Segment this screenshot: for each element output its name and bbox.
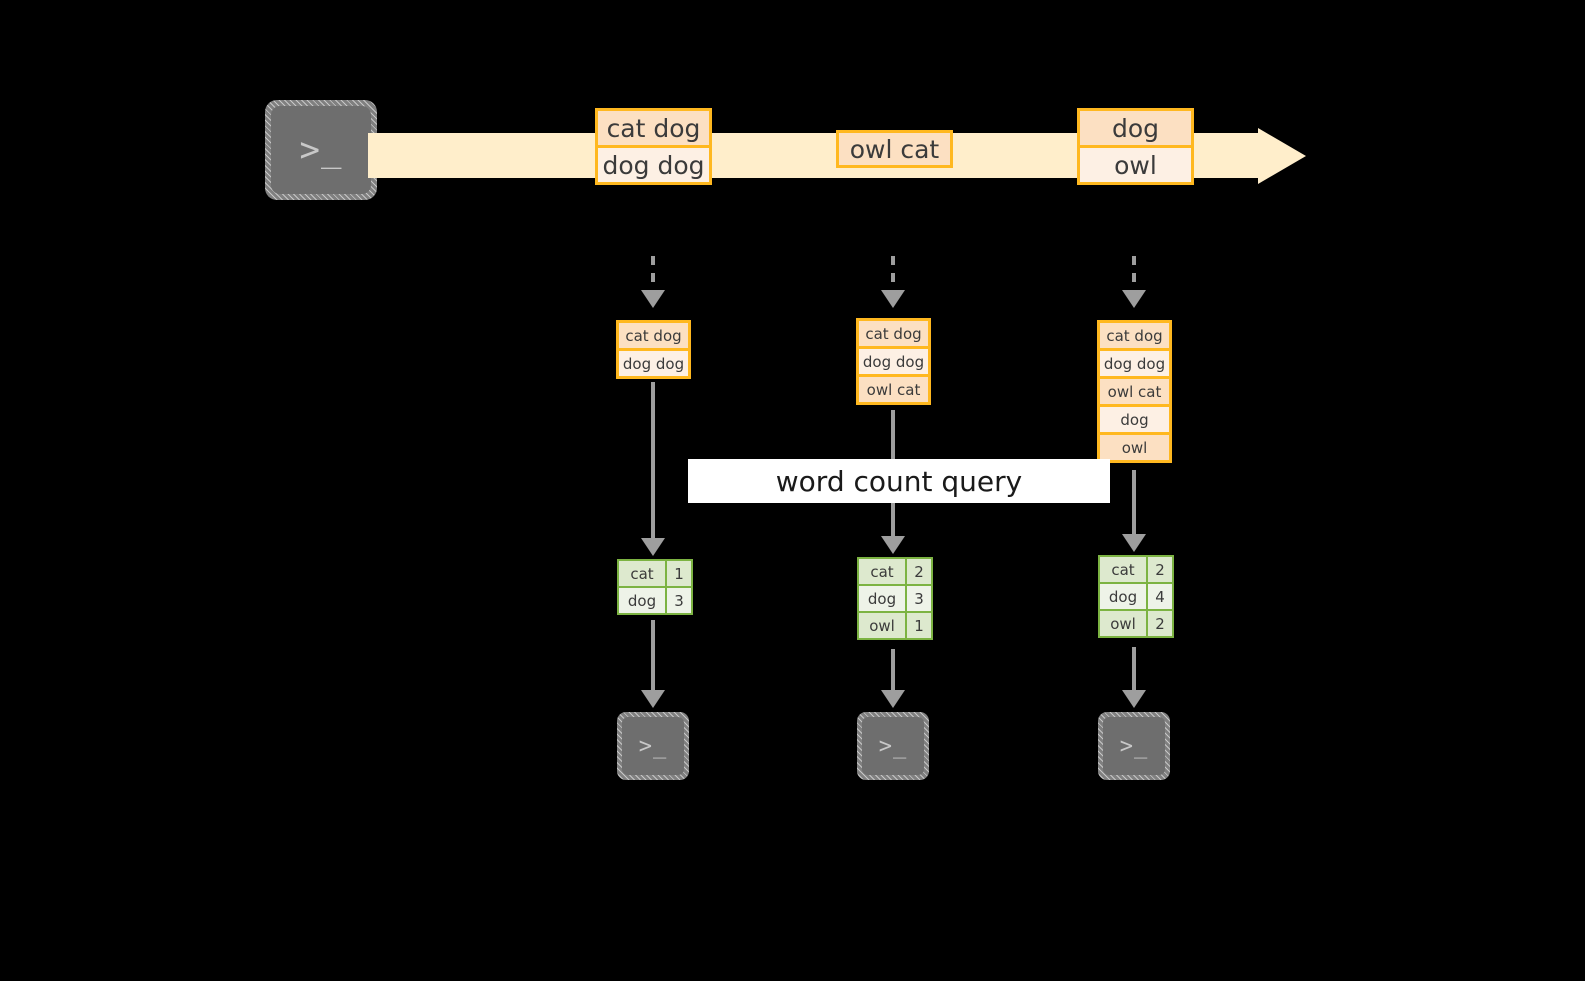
terminal-prompt-glyph: >_ — [299, 130, 343, 170]
result-count: 4 — [1146, 582, 1174, 611]
table-row: cat 2 — [1098, 555, 1174, 584]
stack-record: owl — [1097, 432, 1172, 463]
sink-terminal-icon: >_ — [1098, 712, 1170, 780]
result-count: 3 — [905, 584, 933, 613]
result-word: cat — [617, 559, 667, 588]
result-table: cat 1 dog 3 — [617, 559, 693, 615]
terminal-prompt-glyph: >_ — [1119, 733, 1149, 759]
sink-arrow-icon — [881, 690, 905, 708]
stream-arrowhead-icon — [1258, 128, 1306, 184]
stack-record: dog dog — [1097, 348, 1172, 379]
stream-record: owl — [1077, 145, 1194, 185]
stack-record: cat dog — [856, 318, 931, 349]
result-word: owl — [857, 611, 907, 640]
dashed-down-arrow-line — [891, 256, 895, 292]
accumulated-records-stack: cat dog dog dog owl cat — [856, 318, 931, 405]
sink-arrow-line — [651, 620, 655, 692]
query-arrow-line — [1132, 470, 1136, 535]
result-table: cat 2 dog 3 owl 1 — [857, 557, 933, 640]
sink-arrow-line — [1132, 647, 1136, 692]
result-count: 1 — [665, 559, 693, 588]
terminal-screen: >_ — [1103, 717, 1165, 775]
stack-record: owl cat — [1097, 376, 1172, 407]
dashed-down-arrow-icon — [881, 290, 905, 308]
result-word: cat — [857, 557, 907, 586]
result-word: dog — [857, 584, 907, 613]
result-word: owl — [1098, 609, 1148, 638]
table-row: dog 3 — [617, 586, 693, 615]
result-count: 3 — [665, 586, 693, 615]
table-row: dog 4 — [1098, 582, 1174, 611]
query-arrow-line — [651, 382, 655, 540]
stream-record: cat dog — [595, 108, 712, 148]
query-arrow-icon — [881, 536, 905, 554]
stack-record: dog — [1097, 404, 1172, 435]
table-row: dog 3 — [857, 584, 933, 613]
result-count: 1 — [905, 611, 933, 640]
stack-record: owl cat — [856, 374, 931, 405]
stack-record: cat dog — [616, 320, 691, 351]
stack-record: cat dog — [1097, 320, 1172, 351]
table-row: owl 2 — [1098, 609, 1174, 638]
result-count: 2 — [1146, 609, 1174, 638]
source-terminal-icon: >_ — [265, 100, 377, 200]
terminal-screen: >_ — [271, 106, 371, 194]
table-row: cat 2 — [857, 557, 933, 586]
dashed-down-arrow-icon — [1122, 290, 1146, 308]
terminal-screen: >_ — [622, 717, 684, 775]
stack-record: dog dog — [616, 348, 691, 379]
stream-record: dog — [1077, 108, 1194, 148]
stream-record: owl cat — [836, 130, 953, 168]
result-word: dog — [1098, 582, 1148, 611]
result-word: dog — [617, 586, 667, 615]
accumulated-records-stack: cat dog dog dog — [616, 320, 691, 379]
result-count: 2 — [1146, 555, 1174, 584]
sink-arrow-line — [891, 649, 895, 692]
result-word: cat — [1098, 555, 1148, 584]
table-row: owl 1 — [857, 611, 933, 640]
accumulated-records-stack: cat dog dog dog owl cat dog owl — [1097, 320, 1172, 463]
sink-terminal-icon: >_ — [857, 712, 929, 780]
sink-arrow-icon — [1122, 690, 1146, 708]
query-label: word count query — [688, 459, 1110, 503]
stream-record: dog dog — [595, 145, 712, 185]
dashed-down-arrow-line — [1132, 256, 1136, 292]
result-table: cat 2 dog 4 owl 2 — [1098, 555, 1174, 638]
stack-record: dog dog — [856, 346, 931, 377]
terminal-prompt-glyph: >_ — [638, 733, 668, 759]
result-count: 2 — [905, 557, 933, 586]
sink-arrow-icon — [641, 690, 665, 708]
sink-terminal-icon: >_ — [617, 712, 689, 780]
dashed-down-arrow-icon — [641, 290, 665, 308]
terminal-screen: >_ — [862, 717, 924, 775]
terminal-prompt-glyph: >_ — [878, 733, 908, 759]
dashed-down-arrow-line — [651, 256, 655, 292]
table-row: cat 1 — [617, 559, 693, 588]
query-arrow-icon — [1122, 534, 1146, 552]
query-arrow-icon — [641, 538, 665, 556]
